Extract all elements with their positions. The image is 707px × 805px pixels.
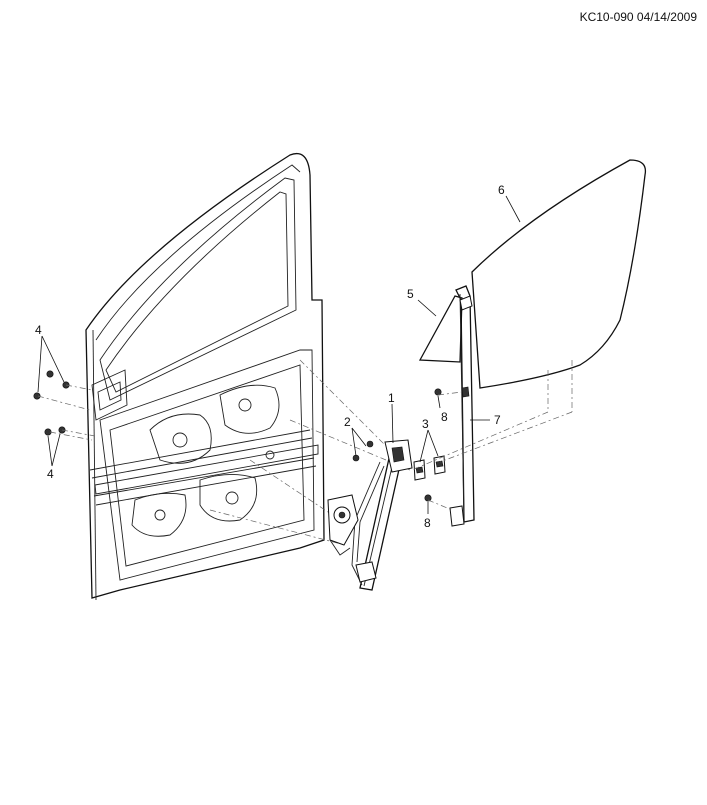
leader-lines — [37, 195, 521, 514]
callout-1: 1 — [388, 391, 395, 405]
callout-2: 2 — [344, 415, 351, 429]
callout-3: 3 — [422, 417, 429, 431]
bolt-icon — [366, 440, 374, 448]
door-frame — [85, 152, 411, 601]
callout-8-upper: 8 — [441, 410, 448, 424]
stationary-glass — [418, 295, 463, 363]
bolt-icon — [424, 494, 432, 502]
callouts: 1 2 3 4 4 5 6 7 8 8 — [35, 183, 505, 530]
callout-5: 5 — [407, 287, 414, 301]
nut-icon — [46, 370, 54, 378]
callout-8-lower: 8 — [424, 516, 431, 530]
door-glass — [411, 159, 647, 471]
fasteners — [33, 370, 463, 511]
window-regulator — [327, 439, 413, 591]
reference-code: KC10-090 04/14/2009 — [579, 10, 697, 24]
nut-icon — [33, 392, 41, 400]
callout-4-upper: 4 — [35, 323, 42, 337]
glass-run-channel — [449, 285, 475, 527]
bolt-icon — [434, 388, 442, 396]
callout-6: 6 — [498, 183, 505, 197]
glass-clips — [413, 455, 446, 481]
callout-4-lower: 4 — [47, 467, 54, 481]
callout-7: 7 — [494, 413, 501, 427]
